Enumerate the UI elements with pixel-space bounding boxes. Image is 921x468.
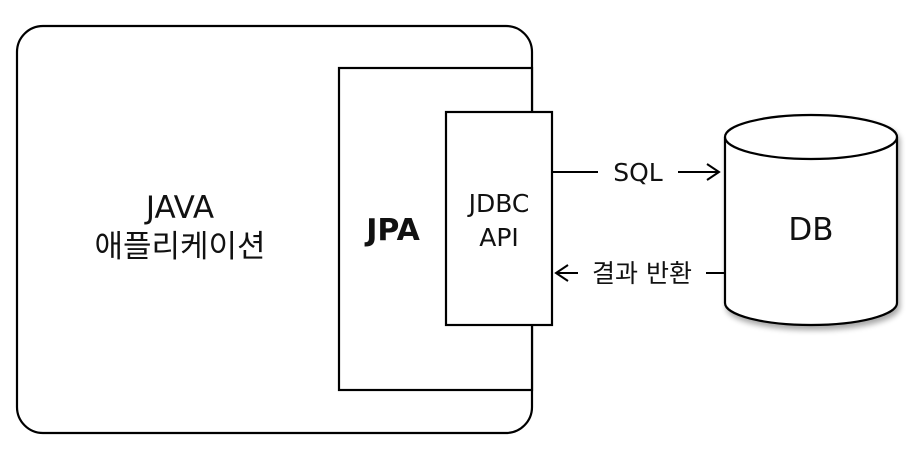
jdbc-api-label-line1: JDBC — [467, 189, 530, 218]
java-application-label-line1: JAVA — [144, 190, 214, 226]
jdbc-api-box — [444, 110, 554, 327]
database-cylinder — [723, 113, 899, 327]
sql-request-label: SQL — [613, 158, 663, 187]
java-application-label: JAVA 애플리케이션 — [94, 190, 265, 265]
sql-request-arrow — [552, 163, 721, 181]
jpa-label: JPA — [364, 213, 420, 248]
result-return-label: 결과 반환 — [592, 259, 692, 288]
java-application-label-line2: 애플리케이션 — [94, 229, 265, 265]
database-label: DB — [788, 212, 833, 248]
jdbc-api-label-line2: API — [479, 223, 519, 252]
